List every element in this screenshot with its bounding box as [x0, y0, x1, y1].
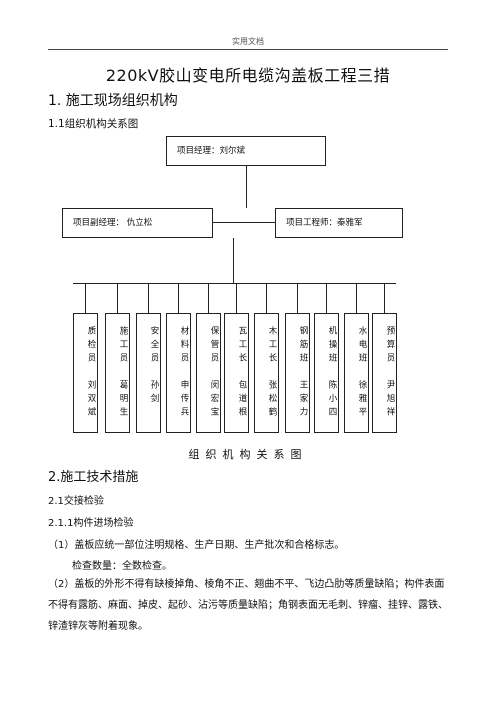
member-role: 木工长	[267, 326, 277, 367]
member-name: 刘双斌	[86, 380, 96, 421]
org-box-member: 施工员葛明生	[105, 313, 130, 433]
member-role: 施工员	[118, 326, 128, 367]
section-2-1-1-heading: 2.1.1构件进场检验	[48, 518, 134, 529]
section-2-1-heading: 2.1交接检验	[48, 496, 104, 507]
section-1-1-heading: 1.1组织机构关系图	[48, 118, 139, 130]
org-box-deputy: 项目副经理： 仇立松	[62, 208, 213, 238]
org-box-member: 保管员闵宏宝	[196, 313, 221, 433]
member-role: 材料员	[179, 326, 189, 367]
document-title: 220kV胶山变电所电缆沟盖板工程三措	[105, 66, 391, 85]
member-name: 包道根	[237, 380, 247, 421]
org-box-member: 钢筋班王家力	[285, 313, 310, 433]
connector-deputy-engineer	[213, 222, 275, 223]
member-role: 瓦工长	[237, 326, 247, 367]
member-role: 保管员	[209, 326, 219, 367]
member-role: 机操班	[327, 326, 337, 367]
org-box-engineer: 项目工程师：秦雅军	[275, 208, 403, 238]
member-role: 水电班	[357, 326, 367, 367]
org-box-member: 质检员刘双斌	[73, 313, 98, 433]
connector-to-members	[233, 238, 234, 283]
paragraph-item-1: （1）盖板应统一部位注明规格、生产日期、生产批次和合格标志。	[48, 540, 345, 551]
member-name: 闵宏宝	[209, 380, 219, 421]
member-role: 钢筋班	[298, 326, 308, 367]
connector-member-drop	[117, 283, 118, 313]
connector-horizontal-bus	[73, 283, 396, 284]
paragraph-item-2: （2）盖板的外形不得有缺棱掉角、棱角不正、翘曲不平、飞边凸肋等质量缺陷；构件表面…	[48, 579, 448, 632]
connector-member-drop	[384, 283, 385, 313]
org-box-member: 预算员尹旭祥	[372, 313, 397, 433]
member-name: 葛明生	[118, 380, 128, 421]
org-box-member: 水电班徐雅平	[344, 313, 369, 433]
section-2-heading: 2.施工技术措施	[48, 470, 139, 485]
org-box-member: 瓦工长包道根	[224, 313, 249, 433]
connector-manager-down	[246, 166, 247, 208]
paragraph-check-count: 检查数量：全数检查。	[72, 561, 172, 572]
chart-caption: 组织机构关系图	[188, 448, 308, 461]
connector-member-drop	[326, 283, 327, 313]
org-box-manager: 项目经理：刘尔斌	[166, 136, 326, 166]
member-name: 孙剑	[149, 380, 159, 407]
member-role: 质检员	[86, 326, 96, 367]
org-box-member: 木工长张松鹤	[254, 313, 279, 433]
member-name: 申传兵	[179, 380, 189, 421]
member-role: 预算员	[385, 326, 395, 367]
header-rule	[48, 49, 448, 50]
member-name: 徐雅平	[357, 380, 367, 421]
member-name: 张松鹤	[267, 380, 277, 421]
connector-member-drop	[236, 283, 237, 313]
member-name: 尹旭祥	[385, 380, 395, 421]
org-box-member: 材料员申传兵	[166, 313, 191, 433]
org-box-member: 机操班陈小四	[314, 313, 339, 433]
connector-member-drop	[208, 283, 209, 313]
connector-member-drop	[85, 283, 86, 313]
connector-member-drop	[148, 283, 149, 313]
member-role: 安全员	[149, 326, 159, 367]
org-box-member: 安全员孙剑	[136, 313, 161, 433]
member-name: 王家力	[298, 380, 308, 421]
connector-member-drop	[178, 283, 179, 313]
connector-member-drop	[356, 283, 357, 313]
connector-member-drop	[297, 283, 298, 313]
page-header: 实用文档	[232, 37, 264, 46]
member-name: 陈小四	[327, 380, 337, 421]
connector-member-drop	[266, 283, 267, 313]
section-1-heading: 1. 施工现场组织机构	[48, 93, 178, 109]
